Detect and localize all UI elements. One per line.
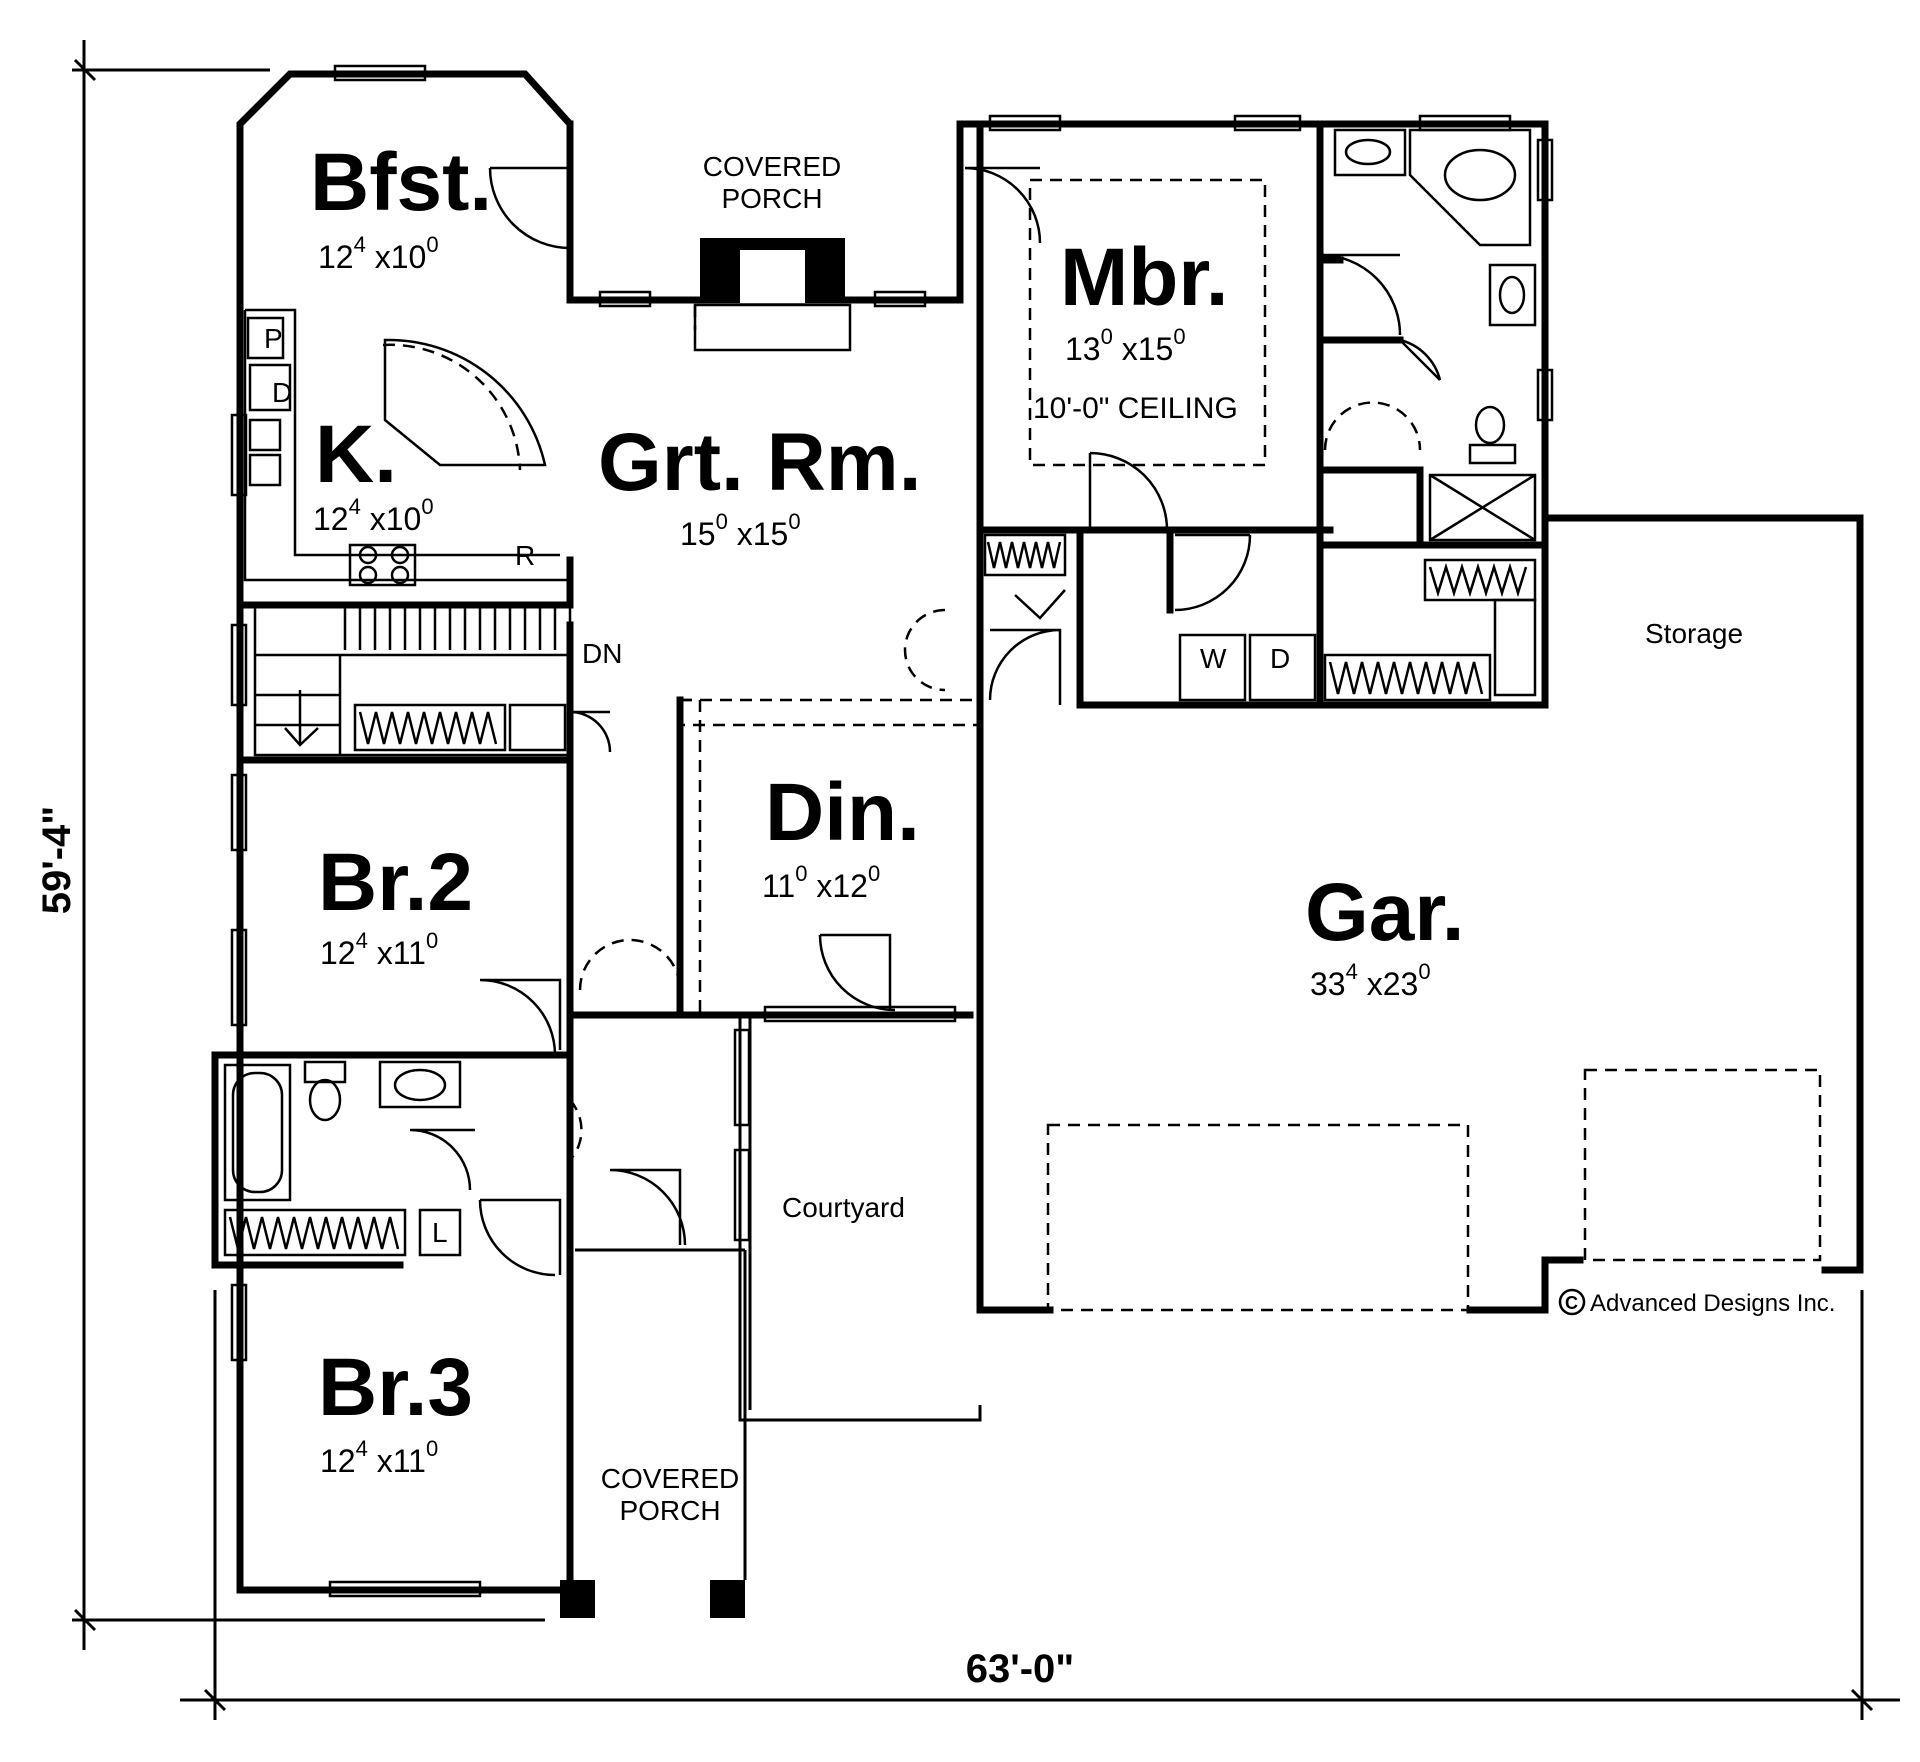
room-br2: Br.2 124 x110: [318, 837, 473, 971]
room-name-br3: Br.3: [318, 1342, 473, 1433]
label-washer: W: [1200, 643, 1227, 674]
label-covered-porch-front-2: PORCH: [619, 1495, 720, 1526]
overall-depth-label: 59'-4": [35, 806, 79, 915]
label-covered-porch-rear-1: COVERED: [703, 151, 841, 182]
room-size-great-room: 150 x150: [680, 509, 801, 552]
room-master: Mbr. 130 x150 10'-0" CEILING: [1033, 232, 1238, 425]
room-great-room: Grt. Rm. 150 x150: [598, 417, 921, 552]
label-refrigerator: R: [515, 540, 535, 571]
room-name-great-room: Grt. Rm.: [598, 417, 921, 508]
label-pantry: P: [264, 323, 283, 354]
dimension-lines: [72, 40, 1900, 1720]
room-name-master: Mbr.: [1060, 232, 1229, 323]
kitchen-counters: [243, 308, 574, 604]
label-stairs-dn: DN: [582, 638, 622, 669]
room-size-br2: 124 x110: [320, 928, 438, 971]
stairs: [253, 603, 572, 757]
room-garage: Gar. 334 x230: [1305, 867, 1465, 1002]
room-name-dining: Din.: [765, 767, 920, 858]
label-dryer: D: [1270, 643, 1290, 674]
kitchen-island: [383, 338, 547, 467]
room-size-kitchen: 124 x100: [313, 494, 434, 537]
label-storage: Storage: [1645, 618, 1743, 649]
label-dishwasher: D: [272, 377, 292, 408]
fireplace: [693, 238, 852, 352]
laundry-appliances: [1178, 633, 1317, 702]
label-courtyard: Courtyard: [782, 1192, 905, 1223]
room-br3: Br.3 124 x110: [318, 1342, 473, 1479]
copyright: C Advanced Designs Inc.: [1558, 1288, 1835, 1317]
room-name-garage: Gar.: [1305, 867, 1465, 958]
room-kitchen: K. 124 x100: [313, 409, 434, 537]
room-size-dining: 110 x120: [762, 861, 880, 904]
closets: [223, 533, 1537, 1257]
room-size-br3: 124 x110: [320, 1436, 438, 1479]
room-dining: Din. 110 x120: [762, 767, 920, 904]
room-bfst: Bfst. 124 x100: [310, 137, 492, 275]
room-size-garage: 334 x230: [1310, 959, 1431, 1002]
hall-bath-fixtures: [223, 1060, 462, 1202]
dashed-lines: [382, 178, 1822, 1312]
room-name-br2: Br.2: [318, 837, 473, 928]
room-size-bfst: 124 x100: [318, 232, 439, 275]
doors: [409, 166, 1442, 1277]
exterior-walls: [211, 70, 1864, 1618]
master-bath-fixtures: [1333, 128, 1537, 542]
label-covered-porch-rear-2: PORCH: [721, 183, 822, 214]
room-name-bfst: Bfst.: [310, 137, 492, 228]
label-covered-porch-front-1: COVERED: [601, 1463, 739, 1494]
copyright-icon: [1558, 1288, 1586, 1316]
master-ceiling-note: 10'-0" CEILING: [1033, 392, 1238, 425]
overall-width-label: 63'-0": [966, 1647, 1075, 1691]
room-name-kitchen: K.: [315, 409, 397, 500]
label-linen: L: [432, 1217, 448, 1248]
copyright-text: Advanced Designs Inc.: [1590, 1290, 1835, 1317]
copyright-symbol: C: [1565, 1293, 1578, 1313]
room-size-master: 130 x150: [1065, 324, 1186, 367]
